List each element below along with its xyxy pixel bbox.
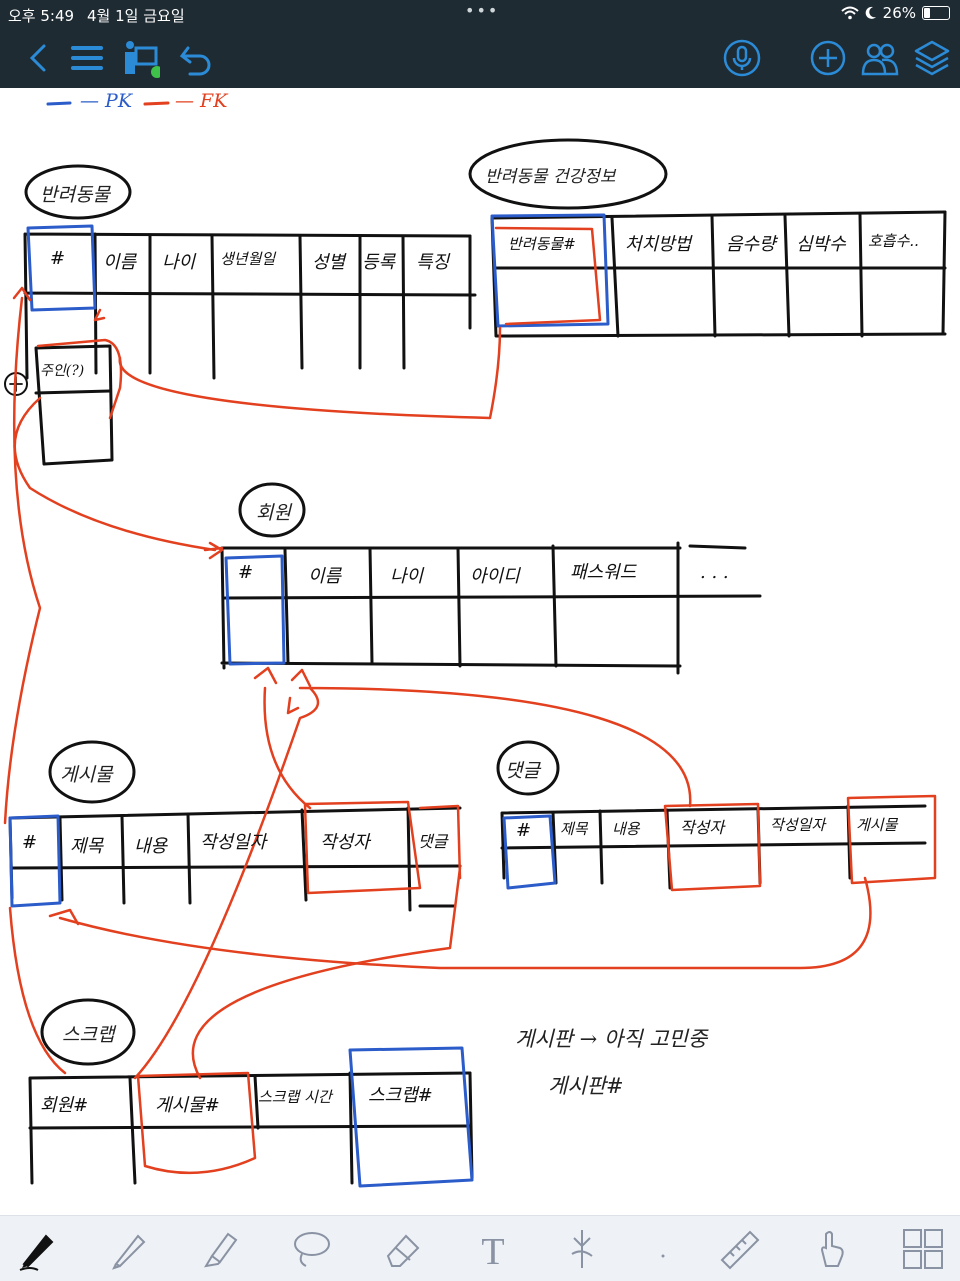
legend-fk: — FK [175, 90, 228, 112]
scrap-table-title: 스크랩 [62, 1024, 115, 1046]
pet-health-col-pet-id: 반려동물# [508, 235, 576, 253]
status-bar: 오후 5:49 4월 1일 금요일 ••• 26% [0, 0, 960, 28]
pet-health-table-title: 반려동물 건강정보 [485, 167, 616, 187]
lasso-tool-icon[interactable] [288, 1226, 334, 1272]
pet-table-title: 반려동물 [40, 184, 110, 206]
pointer-tool-icon[interactable] [808, 1226, 854, 1272]
member-col-password: 패스워드 [570, 562, 637, 583]
image-tool-icon[interactable] [560, 1226, 606, 1272]
pet-col-features: 특징 [416, 252, 450, 273]
pet-col-birthdate: 생년월일 [220, 250, 276, 268]
scrap-col-scrap-time: 스크랩 시간 [258, 1088, 332, 1106]
shape-tool-icon[interactable] [640, 1226, 686, 1272]
member-col-more: . . . [700, 562, 729, 583]
member-col-age: 나이 [390, 566, 424, 587]
pen-tool-icon[interactable] [14, 1226, 60, 1272]
status-right: 26% [840, 4, 950, 22]
battery-icon [922, 6, 950, 20]
highlighter-tool-icon[interactable] [196, 1226, 242, 1272]
presenter-icon[interactable] [120, 38, 163, 78]
pencil-tool-icon[interactable] [106, 1226, 152, 1272]
pet-owner-field: 주인(?) [40, 363, 85, 379]
status-time: 오후 5:49 [8, 7, 75, 25]
pet-col-age: 나이 [162, 252, 196, 273]
member-col-id: # [238, 562, 254, 583]
list-icon[interactable] [67, 38, 107, 78]
note-canvas[interactable]: — PK — FK 반려동물 # 이름 나이 생년월일 성별 등록 특징 주인(… [0, 88, 960, 1215]
member-col-name: 이름 [308, 566, 342, 587]
wifi-icon [840, 6, 859, 20]
pet-health-col-treatment: 처치방법 [625, 234, 692, 255]
scrap-col-scrap-id: 스크랩# [368, 1085, 433, 1106]
comment-table-title: 댓글 [505, 760, 540, 782]
eraser-tool-icon[interactable] [380, 1226, 426, 1272]
pet-col-gender: 성별 [312, 252, 346, 273]
note-board-pending: 게시판 → 아직 고민중 [515, 1027, 708, 1051]
comment-col-title: 제목 [560, 820, 588, 838]
app-toolbar [0, 28, 960, 88]
add-icon[interactable] [808, 38, 848, 78]
stickers-tool-icon[interactable] [900, 1226, 946, 1272]
tool-palette: T [0, 1215, 960, 1281]
comment-col-created-at: 작성일자 [770, 816, 826, 834]
text-tool-glyph: T [481, 1231, 504, 1272]
comment-col-post: 게시물 [856, 816, 898, 834]
post-col-created-at: 작성일자 [200, 832, 267, 853]
post-col-comment: 댓글 [418, 832, 448, 851]
multitasking-dots[interactable]: ••• [465, 1, 500, 20]
collaborators-icon[interactable] [860, 38, 900, 78]
text-tool-icon[interactable]: T [470, 1226, 516, 1273]
ruler-tool-icon[interactable] [716, 1226, 762, 1272]
back-icon[interactable] [18, 38, 58, 78]
post-col-author: 작성자 [320, 832, 370, 853]
scrap-col-member-id: 회원# [40, 1095, 89, 1116]
comment-col-id: # [516, 820, 532, 841]
comment-col-author: 작성자 [680, 818, 725, 837]
pet-col-registration: 등록 [362, 252, 396, 273]
status-date: 4월 1일 금요일 [87, 7, 185, 25]
moon-icon [865, 6, 876, 19]
pet-health-col-water: 음수량 [726, 234, 776, 255]
note-board-id: 게시판# [548, 1074, 624, 1098]
member-table-title: 회원 [256, 502, 291, 524]
post-col-content: 내용 [134, 836, 168, 857]
layers-icon[interactable] [912, 38, 952, 78]
pet-col-id: # [50, 248, 66, 269]
microphone-icon[interactable] [722, 38, 762, 78]
battery-percent: 26% [882, 4, 916, 22]
pet-col-name: 이름 [103, 252, 137, 273]
comment-col-content: 내용 [612, 820, 640, 838]
scrap-col-post-id: 게시물# [155, 1095, 220, 1116]
post-col-title: 제목 [70, 836, 104, 857]
pet-health-col-heartrate: 심박수 [796, 234, 846, 255]
ink-drawing [3, 101, 947, 1188]
post-col-id: # [22, 832, 38, 853]
post-table-title: 게시물 [60, 764, 113, 786]
member-col-userid: 아이디 [470, 566, 520, 587]
pet-health-col-respiration: 호흡수.. [868, 232, 919, 250]
undo-icon[interactable] [176, 38, 216, 78]
legend-pk: — PK [80, 90, 133, 112]
